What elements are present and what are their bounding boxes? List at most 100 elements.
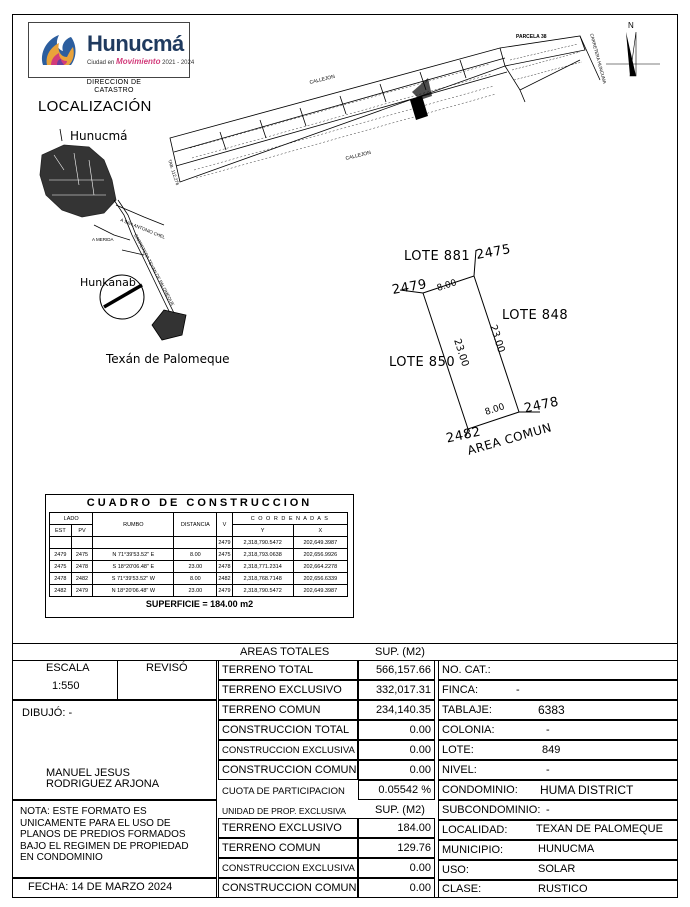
- unidad-row-label: TERRENO COMUN: [222, 842, 321, 854]
- area-label: CONSTRUCCION COMUN: [222, 764, 357, 776]
- escala-value: 1:550: [52, 680, 80, 692]
- detail-value: TEXAN DE PALOMEQUE: [536, 823, 663, 835]
- detail-value: -: [546, 724, 550, 736]
- site-label-tablaje: TAB. 112,276: [167, 159, 180, 187]
- logo-tagline: Ciudad en Movimiento 2021 - 2024: [87, 57, 195, 66]
- department-name: DIRECCION DE CATASTRO: [86, 79, 142, 94]
- detail-label: NIVEL:: [442, 764, 477, 776]
- map-label-hunkanab: Hunkanab: [80, 276, 136, 289]
- author-box: [12, 700, 217, 800]
- detail-label: FINCA:: [442, 684, 479, 696]
- label-lote-north: LOTE 881: [404, 249, 471, 264]
- location-title: LOCALIZACIÓN: [38, 98, 152, 115]
- area-label: TERRENO EXCLUSIVO: [222, 684, 342, 696]
- reviso-label: REVISÓ: [146, 662, 188, 674]
- detail-label: LOTE:: [442, 744, 474, 756]
- road-label-san-antonio: A SAN ANTONIO CHEL: [120, 217, 167, 240]
- unidad-row-label: TERRENO EXCLUSIVO: [222, 822, 342, 834]
- header-lado: LADO: [48, 512, 94, 525]
- location-map: A SAN ANTONIO CHEL A MERIDA CARRETERA TE…: [39, 128, 187, 341]
- superficie-total: SUPERFICIE = 184.00 m2: [145, 599, 254, 609]
- dim-right: 23.00: [487, 324, 506, 355]
- construction-table-title: CUADRO DE CONSTRUCCION: [86, 497, 313, 509]
- table-row: 2479 2,318,790.5472 202,649.3987: [49, 536, 349, 549]
- detail-label: TABLAJE:: [442, 704, 492, 716]
- detail-label: CONDOMINIO:: [442, 784, 518, 796]
- unidad-row-label: CONSTRUCCION EXCLUSIVA: [222, 863, 355, 874]
- unidad-row-value: 0.00: [409, 862, 431, 874]
- area-label: CONSTRUCCION TOTAL: [222, 724, 350, 736]
- road-label-merida: A MERIDA: [92, 237, 114, 242]
- construction-table-box: CUADRO DE CONSTRUCCION LADO RUMBO DISTAN…: [45, 494, 354, 618]
- site-plan: PARCELA 38 CALLEJON CALLEJON CARRETERA H…: [167, 21, 660, 187]
- reviewer-box: [117, 660, 217, 700]
- header-pv: PV: [70, 524, 94, 537]
- north-label: N: [628, 21, 634, 30]
- areas-header-label: AREAS TOTALES: [240, 646, 330, 658]
- unidad-row-label: CONSTRUCCION COMUN: [222, 882, 357, 894]
- area-value: 566,157.66: [375, 664, 431, 676]
- site-label-parcela: PARCELA 38: [516, 34, 547, 40]
- area-label: TERRENO COMUN: [222, 704, 321, 716]
- municipality-logo: Hunucmá Ciudad en Movimiento 2021 - 2024: [28, 22, 194, 78]
- header-distancia: DISTANCIA: [173, 512, 218, 537]
- areas-header-sup: SUP. (M2): [375, 646, 425, 658]
- detail-label: NO. CAT.:: [442, 664, 491, 676]
- area-value: 0.00: [409, 744, 431, 756]
- divider: [12, 643, 678, 644]
- logo-flame-icon: [41, 35, 76, 65]
- dim-top: 8.00: [436, 278, 458, 294]
- author-name: MANUEL JESUS RODRIGUEZ ARJONA: [46, 767, 160, 790]
- area-value: 332,017.31: [375, 684, 431, 696]
- road-label-carretera: CARRETERA TEXAN DE PALOMEQUE: [133, 233, 175, 307]
- date-box: [12, 878, 217, 898]
- detail-value: RUSTICO: [538, 883, 588, 895]
- area-label: TERRENO TOTAL: [222, 664, 314, 676]
- detail-value: 849: [542, 744, 561, 756]
- cuota-label: CUOTA DE PARTICIPACION: [222, 786, 345, 797]
- detail-label: COLONIA:: [442, 724, 495, 736]
- header-rumbo: RUMBO: [92, 512, 175, 537]
- header-x: X: [292, 524, 349, 537]
- detail-value: -: [546, 804, 550, 816]
- cuota-value: 0.05542 %: [378, 784, 431, 796]
- detail-label: CLASE:: [442, 883, 482, 895]
- note-box: [12, 800, 217, 878]
- fecha: FECHA: 14 DE MARZO 2024: [28, 881, 173, 893]
- detail-label: LOCALIDAD:: [442, 824, 508, 836]
- header-coordenadas: C O O R D E N A D A S: [231, 512, 349, 525]
- detail-value: SOLAR: [538, 863, 576, 875]
- area-value: 0.00: [409, 764, 431, 776]
- escala-label: ESCALA: [46, 662, 90, 674]
- unidad-sup: SUP. (M2): [375, 804, 425, 816]
- area-label: CONSTRUCCION EXCLUSIVA: [222, 745, 355, 756]
- map-label-texan: Texán de Palomeque: [106, 352, 230, 366]
- area-value: 234,140.35: [375, 704, 431, 716]
- north-arrow-icon: N: [606, 21, 660, 77]
- header-v: V: [216, 512, 233, 537]
- detail-label: USO:: [442, 864, 469, 876]
- construction-table: LADO RUMBO DISTANCIA V C O O R D E N A D…: [48, 512, 349, 597]
- site-label-callejon-bottom: CALLEJON: [345, 150, 372, 162]
- area-value: 0.00: [409, 724, 431, 736]
- site-label-callejon-top: CALLEJON: [309, 74, 336, 86]
- unidad-row-value: 184.00: [397, 822, 431, 834]
- detail-value: HUMA DISTRICT: [540, 783, 634, 797]
- unidad-label: UNIDAD DE PROP. EXCLUSIVA: [222, 806, 346, 816]
- detail-value: -: [516, 684, 520, 696]
- label-lote-east: LOTE 848: [502, 308, 569, 323]
- header-est: EST: [49, 524, 72, 537]
- detail-value: HUNUCMA: [538, 843, 595, 855]
- detail-value: -: [546, 764, 550, 776]
- header-y: Y: [231, 524, 294, 537]
- unidad-row-value: 0.00: [409, 882, 431, 894]
- detail-label: MUNICIPIO:: [442, 844, 504, 856]
- detail-value: 6383: [538, 703, 565, 717]
- lot-plan: 8.00 8.00 23.00 23.00: [399, 249, 540, 437]
- map-label-hunucma: Hunucmá: [70, 129, 128, 143]
- dim-bottom: 8.00: [484, 402, 506, 418]
